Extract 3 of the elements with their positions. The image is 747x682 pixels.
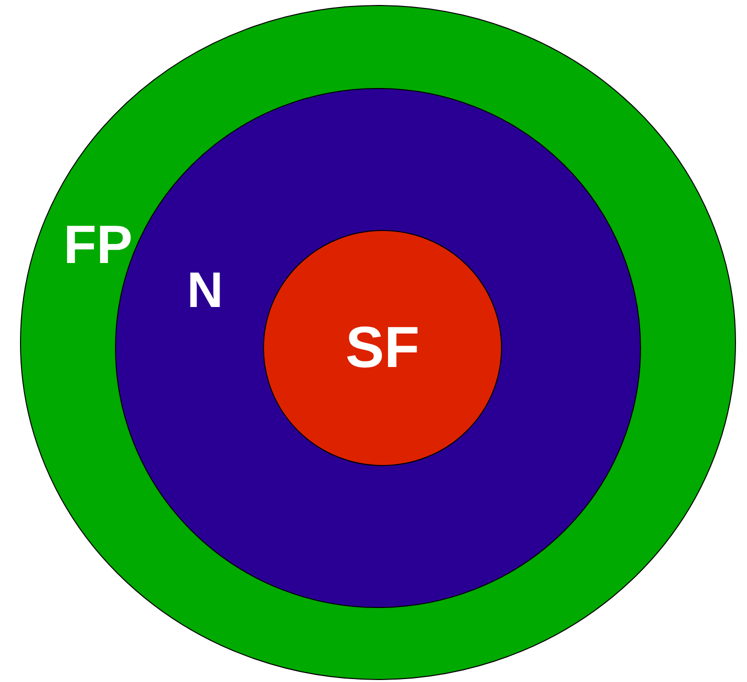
core-label: SF	[345, 319, 420, 377]
ring-label: FP	[64, 218, 132, 272]
ring-label: N	[186, 265, 224, 315]
